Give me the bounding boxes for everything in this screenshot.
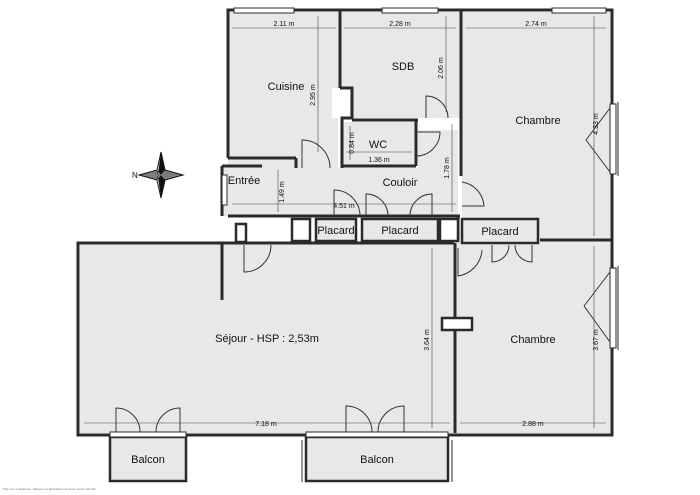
label-balcon-left: Balcon	[131, 454, 165, 466]
label-couloir: Couloir	[383, 177, 418, 189]
door-sdb	[425, 95, 449, 119]
balcon-right-floor	[306, 437, 448, 481]
dim-couloir-height: 1.78 m	[444, 157, 451, 179]
placard-3-outline	[460, 217, 540, 245]
label-cuisine: Cuisine	[268, 81, 305, 93]
label-chambre-top: Chambre	[515, 115, 560, 127]
cuisine-floor	[228, 12, 340, 168]
dim-cuisine-width: 2.11 m	[274, 21, 295, 28]
window-cuisine	[233, 7, 295, 14]
door-cuisine	[301, 139, 331, 169]
placards	[234, 217, 540, 332]
chambre-top-floor	[462, 12, 610, 240]
wall-cuisine-notch	[340, 86, 354, 168]
railings	[301, 102, 619, 482]
door-chambre-top-window-a	[585, 107, 611, 173]
floors	[80, 12, 610, 481]
compass: N	[132, 151, 185, 199]
compass-north-label: N	[132, 171, 138, 180]
window-sejour-right	[305, 431, 449, 438]
door-chambre-bottom-window	[583, 271, 611, 343]
door-sejour-entry	[243, 244, 272, 273]
door-balcon-left-b	[155, 407, 181, 433]
dim-sdb-width: 2.28 m	[389, 21, 411, 28]
placard-2-outline	[360, 217, 440, 243]
dim-chambre-bottom-width: 2.88 m	[522, 421, 544, 428]
windows	[109, 7, 617, 438]
door-placard-3-b	[514, 244, 533, 263]
dim-wc-height: 0.84 m	[349, 132, 356, 154]
doors	[115, 95, 611, 433]
wall-sejour-outer	[76, 240, 614, 437]
door-couloir-double-b	[409, 193, 433, 217]
label-placard-3: Placard	[481, 226, 518, 238]
label-placard-2: Placard	[381, 225, 418, 237]
placard-1-floor	[316, 219, 356, 241]
label-chambre-bottom: Chambre	[510, 334, 555, 346]
window-chambre-bottom-side	[609, 267, 617, 349]
dim-chambre-top-width: 2.74 m	[525, 21, 547, 28]
dim-sejour-height: 3.64 m	[424, 329, 431, 351]
label-sdb: SDB	[392, 61, 415, 73]
dim-couloir-width: 4.51 m	[333, 203, 355, 210]
door-chambre-top	[461, 181, 485, 207]
door-chambre-bottom	[457, 248, 483, 277]
sejour-floor	[80, 243, 454, 433]
dimension-labels: 2.11 m 2.28 m 2.74 m 2.95 m 2.06 m 0.84 …	[255, 21, 600, 428]
dim-sdb-height: 2.06 m	[438, 57, 445, 79]
entree-floor	[222, 166, 264, 216]
sejour-pillar-left	[290, 217, 312, 243]
wc-floor	[340, 122, 416, 166]
label-wc: WC	[369, 139, 387, 151]
window-sejour-left	[109, 431, 187, 438]
label-sejour: Séjour - HSP : 2,53m	[215, 333, 319, 345]
dim-cuisine-height: 2.95 m	[310, 84, 317, 106]
label-balcon-right: Balcon	[360, 454, 394, 466]
window-chambre-top	[551, 7, 607, 14]
label-entree: Entrée	[228, 175, 260, 187]
entree-block	[234, 222, 248, 244]
door-placard-3-a	[491, 244, 510, 263]
door-couloir-left	[333, 189, 361, 217]
sdb-floor	[340, 12, 460, 118]
dim-sejour-width: 7.18 m	[255, 421, 277, 428]
door-couloir-double-a	[365, 193, 389, 217]
dim-chambre-bottom-height: 3.67 m	[593, 329, 600, 351]
chambre-pillar	[440, 316, 474, 332]
window-sdb	[381, 7, 439, 14]
window-chambre-top-side	[609, 103, 617, 175]
dim-chambre-top-height: 4.33 m	[593, 113, 600, 135]
dim-wc-width: 1.36 m	[368, 157, 390, 164]
placard-2-floor	[362, 219, 438, 241]
placard-3-floor	[462, 219, 538, 243]
placard-1-outline	[314, 217, 358, 243]
door-balcon-right-a	[345, 405, 373, 433]
door-wc	[415, 131, 441, 157]
door-balcon-right-b	[377, 405, 405, 433]
window-entree	[221, 174, 228, 206]
footer-note: Plan non contractuel - Mesures et illust…	[3, 487, 96, 491]
balcon-left-floor	[110, 437, 186, 481]
couloir-floor	[228, 130, 458, 217]
room-labels: Cuisine SDB WC Entrée Couloir Chambre Ch…	[131, 61, 560, 466]
sejour-pillar-right	[438, 217, 460, 243]
compass-star-fill-h	[139, 170, 183, 180]
dimension-lines	[84, 16, 606, 428]
dim-entree-height: 1.49 m	[279, 181, 286, 203]
door-balcon-left-a	[115, 407, 141, 433]
chambre-bottom-floor	[454, 240, 610, 433]
label-placard-1: Placard	[317, 225, 354, 237]
